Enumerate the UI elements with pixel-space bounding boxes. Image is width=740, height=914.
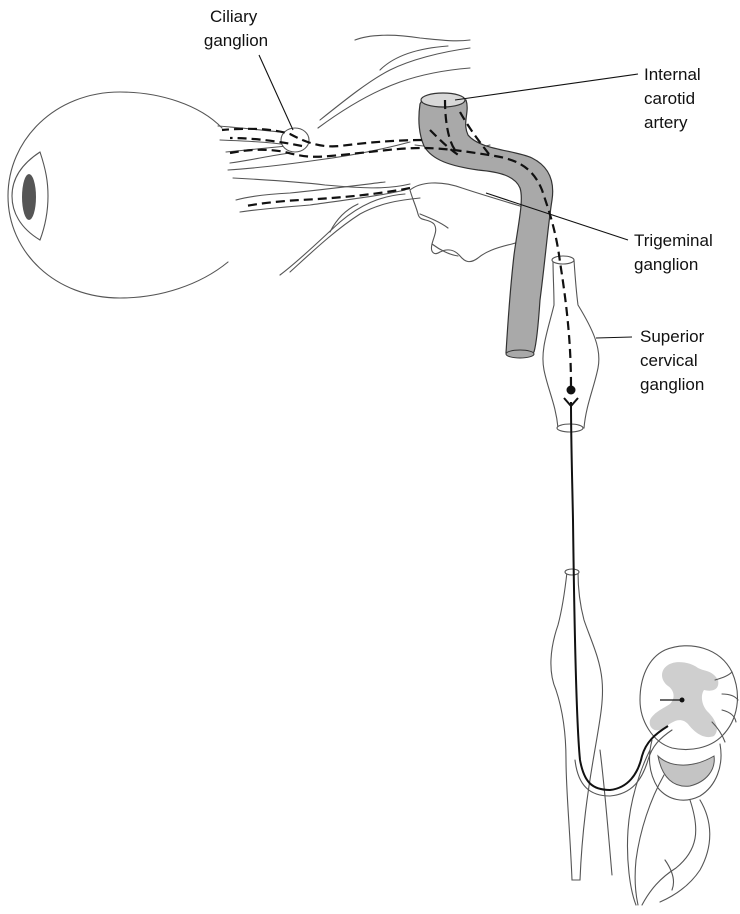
synapse-node: [567, 386, 576, 395]
label-ciliary-ganglion: Ciliary ganglion: [204, 7, 268, 50]
leader-internal-carotid: [455, 74, 638, 100]
leader-superior-cervical: [596, 337, 632, 338]
label-superior-cervical-ganglion: Superior cervical ganglion: [640, 327, 709, 394]
internal-carotid-artery: [419, 93, 553, 358]
label-internal-carotid-artery: Internal carotid artery: [644, 65, 705, 132]
spinal-cord-section: [627, 646, 738, 905]
leader-ciliary-ganglion: [259, 55, 293, 130]
leader-trigeminal: [486, 193, 628, 240]
label-trigeminal-ganglion: Trigeminal ganglion: [634, 231, 717, 274]
sympathetic-chain-lower: [551, 569, 612, 880]
pupil: [22, 174, 36, 220]
eyeball: [8, 92, 228, 298]
